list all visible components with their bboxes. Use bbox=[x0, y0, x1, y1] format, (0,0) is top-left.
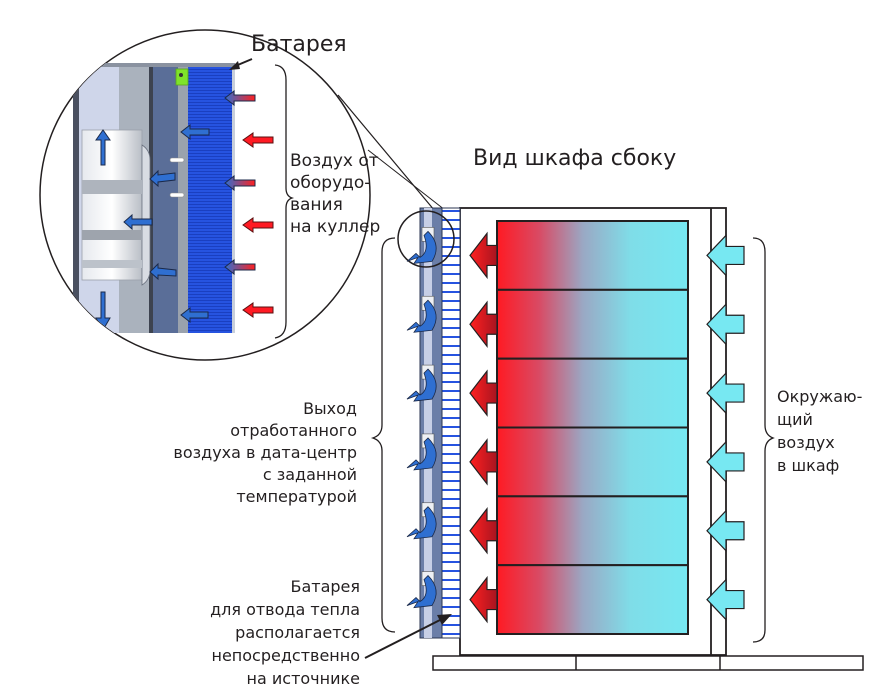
server-unit bbox=[496, 426, 689, 498]
ambient-air-arrow-icon bbox=[706, 302, 745, 346]
hot-exhaust-arrow-icon bbox=[469, 369, 498, 417]
inner-blue-arrows bbox=[123, 123, 210, 324]
brace-ambient bbox=[752, 237, 775, 643]
ambient-air-arrow-icon bbox=[706, 233, 745, 277]
zoom-source-circle bbox=[397, 210, 455, 268]
air-from-equipment-label: Воздух от оборудо- вания на куллер bbox=[290, 151, 381, 237]
hot-exhaust-arrow-icon bbox=[469, 300, 498, 349]
servers bbox=[469, 220, 745, 636]
arrow-up-icon bbox=[95, 129, 111, 166]
curved-exhaust-arrow-icon bbox=[406, 506, 437, 540]
exhaust-air-label: Выход отработанного воздуха в дата-центр… bbox=[173, 399, 357, 506]
battery-bottom-label: Батарея для отвода тепла располагается н… bbox=[210, 577, 360, 688]
zoom-connector-line bbox=[367, 149, 446, 211]
hot-exhaust-arrow-icon bbox=[469, 231, 498, 280]
arrow-down-icon bbox=[95, 291, 111, 331]
battery-bottom-pointer bbox=[364, 619, 441, 659]
hot-air-in-arrows bbox=[242, 132, 274, 318]
exhaust-fan-arrows bbox=[406, 227, 437, 609]
fan bbox=[81, 129, 151, 286]
ambient-air-arrow-icon bbox=[706, 578, 745, 622]
coil-mixed-arrows bbox=[224, 89, 256, 276]
server-unit bbox=[496, 564, 689, 636]
server-unit bbox=[496, 288, 689, 360]
server-unit bbox=[496, 357, 689, 429]
server-unit bbox=[496, 495, 689, 567]
curved-exhaust-arrow-icon bbox=[406, 299, 437, 333]
curved-exhaust-arrow-icon bbox=[406, 230, 437, 264]
ambient-air-arrow-icon bbox=[706, 509, 745, 553]
ambient-air-arrow-icon bbox=[706, 440, 745, 484]
brace-exhaust bbox=[370, 237, 396, 633]
server-unit bbox=[496, 220, 689, 291]
ambient-air-arrow-icon bbox=[706, 371, 745, 415]
page-title: Вид шкафа сбоку bbox=[473, 146, 677, 171]
curved-exhaust-arrow-icon bbox=[406, 437, 437, 471]
curved-exhaust-arrow-icon bbox=[406, 368, 437, 402]
hot-exhaust-arrow-icon bbox=[469, 506, 498, 555]
plenum bbox=[153, 63, 178, 333]
brace-air-in bbox=[274, 64, 295, 339]
hot-exhaust-arrow-icon bbox=[469, 575, 498, 624]
green-marker bbox=[175, 68, 189, 86]
cabinet-base bbox=[432, 655, 864, 671]
hot-exhaust-arrow-icon bbox=[469, 438, 498, 486]
ambient-air-label: Окружаю- щий воздух в шкаф bbox=[777, 387, 863, 475]
rear-battery-coil bbox=[441, 207, 461, 639]
zoom-detail bbox=[39, 29, 371, 361]
battery-top-label: Батарея bbox=[251, 32, 347, 57]
curved-exhaust-arrow-icon bbox=[406, 575, 437, 609]
battery-coil bbox=[188, 67, 232, 333]
